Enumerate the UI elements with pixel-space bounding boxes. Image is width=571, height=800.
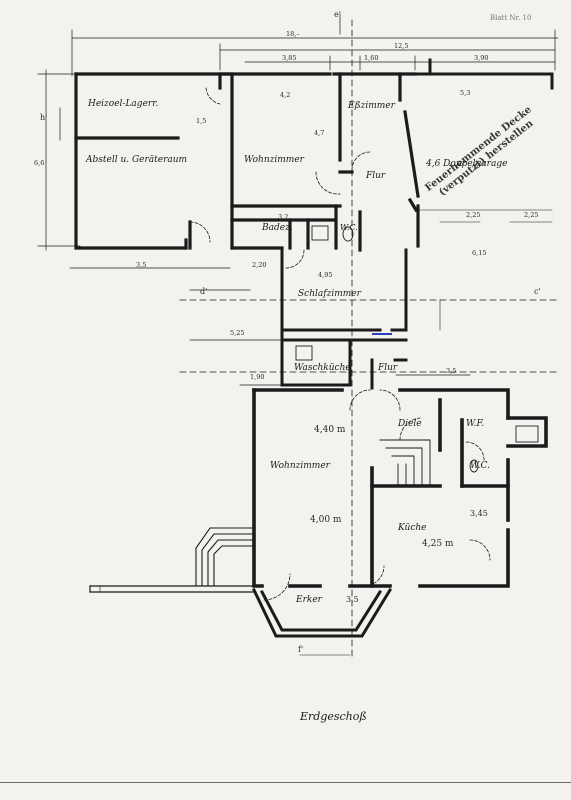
- room-kueche: Küche: [398, 523, 427, 533]
- room-flur-top: Flur: [366, 171, 386, 181]
- dim-total: 18,–: [286, 30, 300, 38]
- dim-4-25: 4,25 m: [422, 539, 454, 549]
- dim-4-00: 4,00 m: [310, 515, 342, 525]
- section-lines: [179, 19, 561, 661]
- section-mark-e: e': [334, 10, 341, 19]
- dim-2-25-a: 2,25: [466, 211, 481, 219]
- dim-4-7: 4,7: [314, 129, 325, 137]
- section-mark-f: f': [298, 645, 304, 654]
- section-mark-h: h': [40, 113, 48, 122]
- terrace-steps: [195, 527, 255, 587]
- room-wc-top: W.C.: [340, 223, 358, 232]
- room-abstell: Abstell u. Geräteraum: [86, 155, 188, 165]
- bedroom-walls: [280, 246, 408, 387]
- room-wc-bottom: W.C.: [470, 461, 490, 471]
- dim-5-3: 5,3: [460, 89, 471, 97]
- dim-1-5: 1,5: [196, 117, 207, 125]
- room-esszimmer: Eßzimmer: [348, 101, 395, 111]
- upper-main-walls: [218, 72, 420, 252]
- fixtures: [295, 225, 539, 473]
- dim-3-5-erker: 3,5: [346, 595, 359, 604]
- room-badez: Badez.: [262, 223, 293, 233]
- dim-3-5-right: 3,5: [446, 367, 457, 375]
- room-waschkueche: Waschküche: [294, 363, 351, 373]
- room-schlafzimmer: Schlafzimmer: [298, 289, 361, 299]
- garage-walls: [416, 58, 554, 90]
- room-wohnzimmer-bottom: Wohnzimmer: [270, 461, 330, 471]
- dim-6-6: 6,6: [34, 159, 45, 167]
- bay-window-walls: [251, 587, 393, 638]
- dim-3-45: 3,45: [470, 509, 488, 518]
- dim-3-5-left: 3,5: [136, 261, 147, 269]
- bottom-border-line: [0, 782, 571, 783]
- terrace-edge: [89, 585, 255, 593]
- room-heizoel: Heizoel-Lagerr.: [88, 99, 159, 109]
- dim-3-85: 3,85: [282, 54, 297, 62]
- dim-4-40: 4,40 m: [314, 425, 346, 435]
- sheet-number: Blatt Nr. 10: [490, 14, 532, 22]
- plan-caption: Erdgeschoß: [300, 710, 367, 723]
- section-mark-c: c': [534, 287, 541, 296]
- dim-4-95: 4,95: [318, 271, 333, 279]
- left-dimension-lines: [37, 69, 471, 386]
- dim-1-90: 1,90: [250, 373, 265, 381]
- room-garage: 4,6 Doppelgarage: [426, 159, 508, 169]
- dim-1-60: 1,60: [364, 54, 379, 62]
- laundry-walls: [280, 338, 408, 390]
- dim-5-25: 5,25: [230, 329, 245, 337]
- dim-3-90: 3,90: [474, 54, 489, 62]
- room-flur-mid: Flur: [378, 363, 398, 373]
- room-diele: Diele: [398, 419, 422, 429]
- staircase: [379, 439, 431, 487]
- dim-12-5: 12,5: [394, 42, 409, 50]
- dim-4-2: 4,2: [280, 91, 291, 99]
- section-mark-d: d': [200, 287, 208, 296]
- top-dimension-lines: [71, 13, 559, 77]
- room-erker: Erker: [296, 595, 322, 605]
- dim-3-2: 3,2: [278, 213, 289, 221]
- detail-lines: [99, 209, 553, 656]
- dim-6-15: 6,15: [472, 249, 487, 257]
- room-wohnzimmer-top: Wohnzimmer: [244, 155, 304, 165]
- dim-2-25-b: 2,25: [524, 211, 539, 219]
- dim-2-20: 2,20: [252, 261, 267, 269]
- door-swings: [189, 87, 491, 601]
- room-wf: W.F.: [466, 419, 485, 429]
